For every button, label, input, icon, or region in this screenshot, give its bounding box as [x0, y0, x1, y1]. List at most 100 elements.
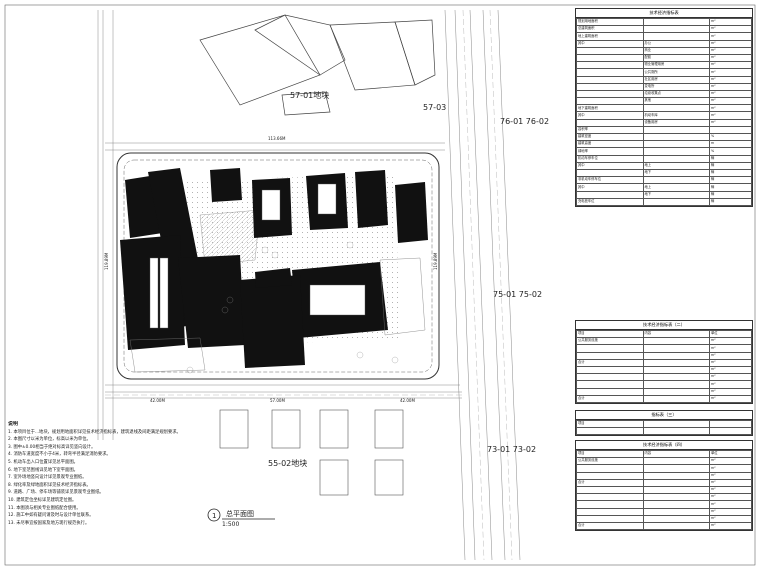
table-cell	[642, 154, 710, 163]
table-row: m²	[576, 500, 752, 509]
table-cell	[642, 337, 710, 346]
table-cell: m²	[709, 118, 752, 127]
table-row: m²	[576, 464, 752, 473]
table-cell	[709, 125, 752, 135]
table-cell: 合计	[576, 358, 644, 367]
table-cell: 建筑高度	[576, 140, 644, 149]
table-row: m²	[576, 514, 752, 523]
table-cell: 设备用房	[642, 118, 710, 127]
proposed-buildings	[120, 168, 428, 368]
table-cell: 办公	[642, 39, 710, 48]
table-cell: m²	[709, 344, 752, 353]
parcel-label: 57-03	[423, 103, 446, 112]
table-cell: 地上	[642, 183, 710, 192]
table-row: m²	[576, 493, 752, 502]
note-line: 6. 地下室范围线详见地下室平面图。	[8, 467, 78, 473]
table-row: m²	[576, 351, 752, 360]
table-row: 项目	[576, 419, 752, 429]
table-title: 指标表（三）	[576, 411, 752, 420]
table-row: 地下辆	[576, 190, 752, 199]
neighbor-buildings-north	[199, 14, 436, 116]
table-row: 容积率	[576, 125, 752, 135]
table-cell	[576, 380, 644, 389]
table-cell: 地上建筑面积	[576, 32, 644, 41]
table-row: 项目内容单位	[576, 329, 752, 339]
dimension-label: 119.89M	[104, 252, 109, 270]
table-cell	[576, 344, 644, 353]
table-cell	[642, 493, 710, 502]
table-cell	[642, 104, 710, 113]
table-cell	[642, 471, 710, 480]
table-row: m²	[576, 344, 752, 353]
table-cell: 公共服务设施	[576, 457, 644, 466]
table-cell: 其中	[576, 161, 644, 170]
setback-line	[123, 159, 433, 373]
parcel-label: 73-01 73-02	[487, 445, 536, 454]
dimension-label: 113.66M	[268, 136, 286, 141]
note-line: 7. 室外场地竖向设计详见景观专业图纸。	[8, 475, 87, 481]
table-cell	[642, 17, 710, 27]
table-cell: m²	[709, 373, 752, 382]
table-cell: 充电桩车位	[576, 197, 644, 206]
dimension-label: 42.00M	[400, 398, 415, 403]
table-cell: m²	[709, 25, 752, 34]
table-cell	[642, 394, 710, 403]
table-cell: 辆	[709, 190, 752, 199]
table-cell: m²	[709, 68, 752, 77]
table-row: m²	[576, 387, 752, 396]
table-cell: m²	[709, 104, 752, 113]
table-cell: 配套	[642, 53, 710, 63]
table-cell: m²	[709, 464, 752, 473]
table-cell: 物业管理用房	[642, 61, 710, 70]
table-cell	[576, 75, 644, 84]
table-cell	[576, 68, 644, 77]
table-row: 机动车停车位辆	[576, 154, 752, 163]
table-cell	[576, 89, 644, 99]
table-cell: 项目	[576, 419, 644, 429]
table-cell: 垃圾收集点	[642, 89, 710, 99]
table-cell: 其他	[642, 97, 710, 106]
table-cell	[642, 427, 710, 436]
table-cell: m²	[709, 493, 752, 502]
table-cell: 合计	[576, 478, 644, 487]
note-line: 8. 绿化率及绿地面积详见技术经济指标表。	[8, 482, 91, 488]
table-cell	[576, 471, 644, 480]
table-cell	[642, 132, 710, 142]
table-cell	[642, 380, 710, 389]
table-row: m²	[576, 485, 752, 495]
table-cell: m²	[709, 39, 752, 48]
table-cell	[642, 478, 710, 487]
drawing-number: 1	[212, 512, 216, 520]
dimension-label: 42.00M	[150, 398, 165, 403]
table-row	[576, 427, 752, 436]
table-cell	[642, 373, 710, 382]
table-cell: 其中	[576, 39, 644, 48]
table-cell	[642, 514, 710, 523]
indicator-table-3: 指标表（三） 项目	[575, 410, 753, 437]
table-cell: 内容	[642, 329, 710, 339]
landscape-trees	[186, 241, 399, 374]
table-cell: 公共服务设施	[576, 337, 644, 346]
table-cell: 辆	[709, 183, 752, 192]
table-row: 其中地上辆	[576, 183, 752, 192]
note-line: 2. 本图尺寸以米为单位，标高以米为单位。	[8, 437, 91, 443]
table-cell	[576, 168, 644, 178]
table-cell: 合计	[576, 394, 644, 403]
table-row: 地下辆	[576, 168, 752, 178]
table-cell	[576, 190, 644, 199]
table-cell	[576, 61, 644, 70]
table-cell	[642, 457, 710, 466]
